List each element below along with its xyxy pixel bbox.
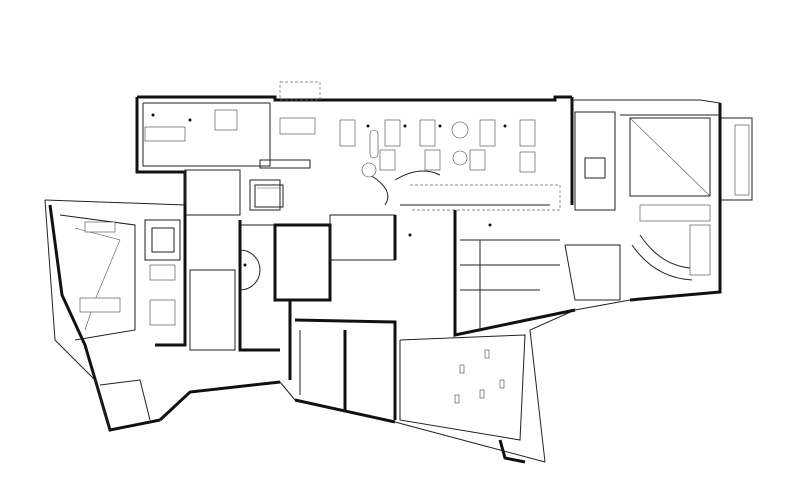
interior-walls — [59, 111, 720, 441]
building-outline — [44, 81, 753, 464]
furniture — [79, 109, 750, 404]
